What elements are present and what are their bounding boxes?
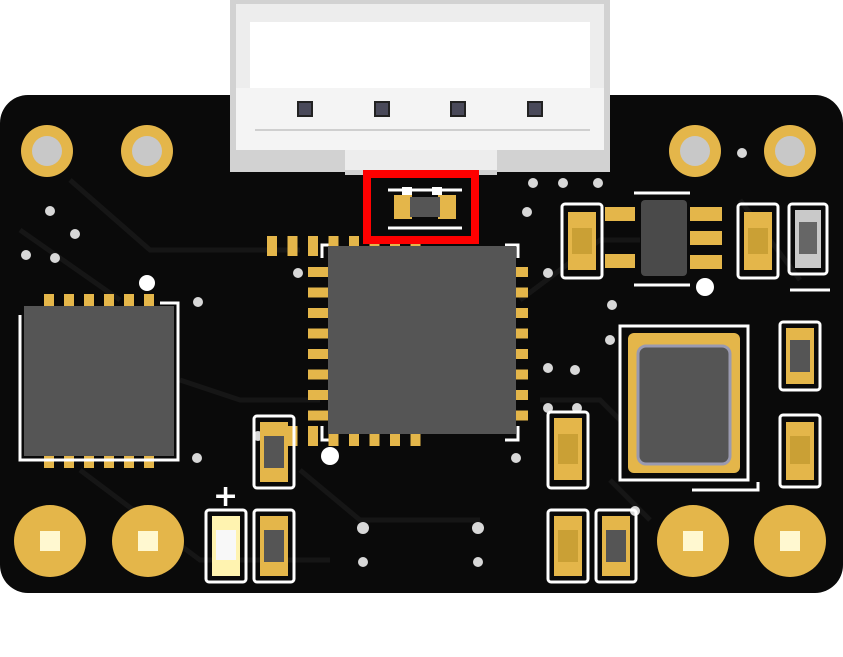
mcu-pin [508,267,528,277]
mcu-pin [390,426,400,446]
mcu-pin [308,236,318,256]
resistor-r1 [778,320,822,392]
mcu-pin [287,236,298,256]
mcu-pin [349,426,359,446]
mcu-pin [508,349,528,359]
highlight-box [363,170,479,244]
led-d1 [787,202,829,276]
mcu-pin [328,426,339,446]
mcu-pin [508,390,528,400]
inductor [618,324,760,492]
mcu-pin [308,287,328,298]
capacitor-c3 [778,413,822,489]
resistor-r3 [252,508,296,584]
mcu-pin [308,267,328,277]
connector-pin-3 [450,101,466,117]
connector-pin-4 [527,101,543,117]
mounting-holes [21,125,816,177]
main-mcu-chip [267,236,528,446]
left-ic-chip [18,294,180,468]
capacitor-c1 [560,202,604,280]
mcu-pin [308,426,318,446]
mcu-pin [508,410,528,421]
regulator-chip [605,191,722,287]
mcu-pin [308,349,328,359]
connector-housing [230,0,610,175]
resistor-r2 [252,414,296,490]
mcu-pin [508,369,528,380]
mcu-pin [308,369,328,380]
mcu-pin [308,410,328,421]
mcu-pin [308,328,328,339]
capacitor-c4 [546,410,590,490]
mcu-pin [369,426,380,446]
mcu-pin [410,426,421,446]
edge-pads [14,505,826,577]
mcu-pin [508,287,528,298]
polarity-plus-label: + [213,479,238,514]
mcu-pin [308,308,328,318]
led-d2 [204,508,248,584]
resistor-r4 [594,508,638,584]
mcu-pin [508,308,528,318]
highlighted-capacitor [363,170,479,244]
vias [21,148,747,567]
connector-pin-2 [374,101,390,117]
mcu-pin [308,390,328,400]
capacitor-c5 [546,508,590,584]
mcu-pin [267,236,277,256]
connector-pin-1 [297,101,313,117]
passive-components [204,202,830,584]
mcu-pin [508,328,528,339]
capacitor-c2 [736,202,780,280]
